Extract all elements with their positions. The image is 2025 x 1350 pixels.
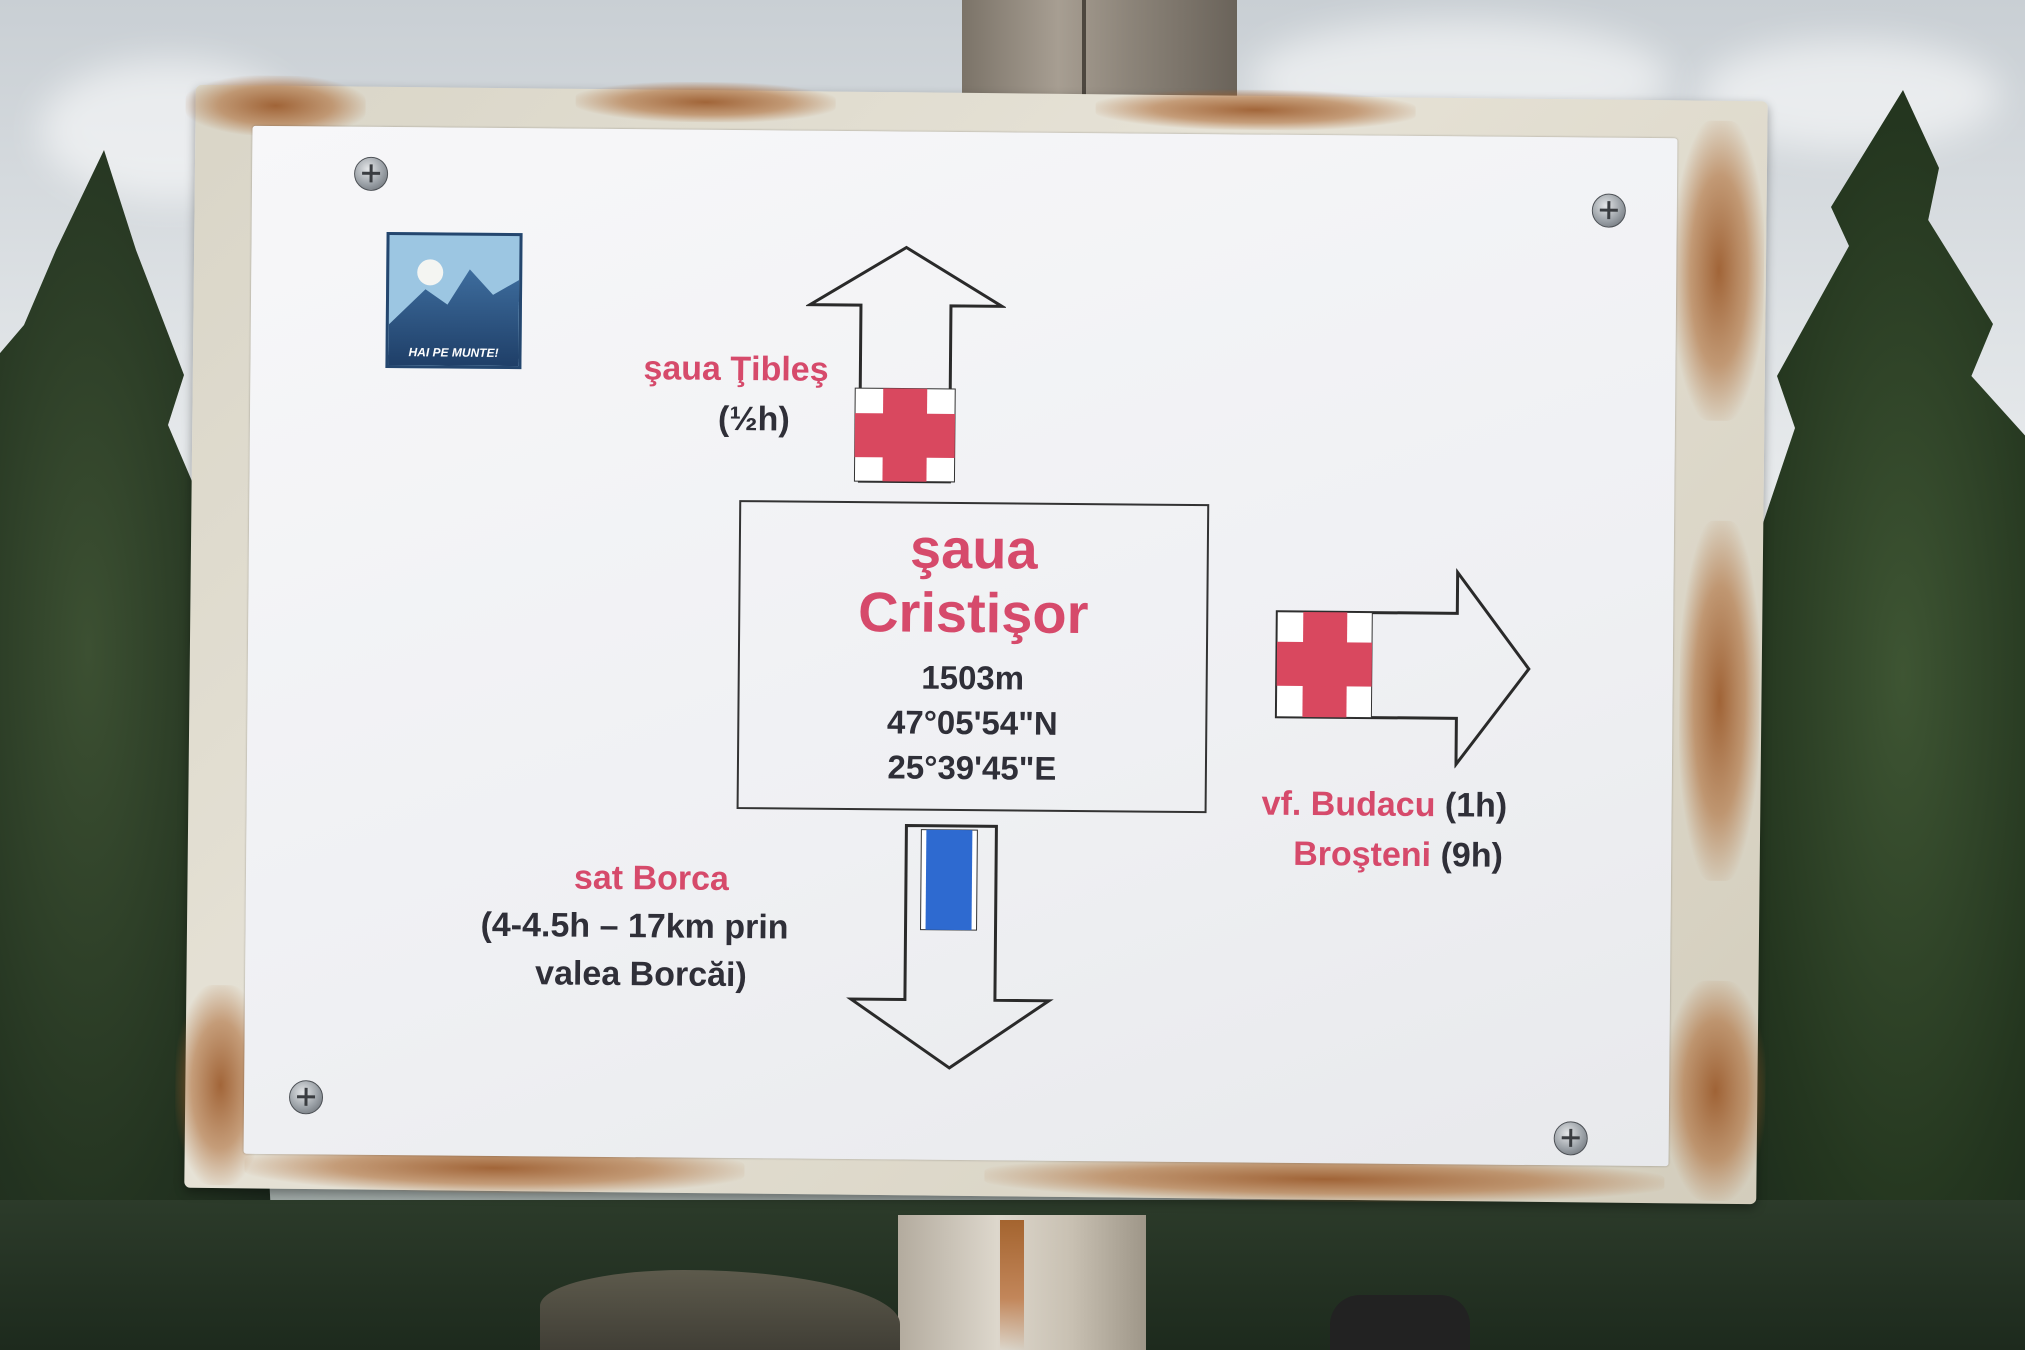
up-destination: şaua Ţibleş xyxy=(643,349,829,389)
location-box: şaua Cristişor 1503m 47°05'54"N 25°39'45… xyxy=(736,500,1210,814)
hai-pe-munte-logo: HAI PE MUNTE! xyxy=(385,231,523,370)
screw-icon xyxy=(1553,1121,1588,1156)
trail-sign: HAI PE MUNTE! şaua Ţibleş (½h) şaua Cris… xyxy=(243,125,1678,1167)
right-line-1: vf. Budacu (1h) xyxy=(1261,785,1507,826)
red-cross-marker-icon xyxy=(853,387,956,483)
location-name-line1: şaua xyxy=(909,516,1038,581)
rust-patch xyxy=(1095,88,1416,132)
latitude: 47°05'54"N xyxy=(886,703,1058,742)
longitude: 25°39'45"E xyxy=(887,748,1057,787)
up-time: (½h) xyxy=(717,399,790,439)
arrow-down-icon xyxy=(846,824,1054,1070)
rust-streak xyxy=(1000,1220,1024,1350)
arrow-right-icon xyxy=(1274,567,1531,769)
down-detail-line2: valea Borcăi) xyxy=(534,954,747,995)
down-destination: sat Borca xyxy=(573,858,730,898)
sun-icon xyxy=(417,259,444,286)
blue-stripe-marker-icon xyxy=(920,829,978,931)
rust-patch xyxy=(1664,980,1767,1202)
down-detail-line1: (4-4.5h – 17km prin xyxy=(480,905,789,947)
screw-icon xyxy=(288,1080,324,1115)
screw-icon xyxy=(353,156,389,191)
right-time-2: (9h) xyxy=(1440,836,1504,875)
screw-icon xyxy=(1591,193,1626,228)
altitude: 1503m xyxy=(921,658,1025,697)
rust-patch xyxy=(1677,520,1762,882)
logo-text: HAI PE MUNTE! xyxy=(408,345,499,360)
arrow-up-icon xyxy=(804,245,1007,484)
right-destination-2: Broşteni xyxy=(1293,834,1432,875)
right-destination-1: vf. Budacu xyxy=(1261,784,1436,825)
rust-patch xyxy=(575,80,836,124)
rust-patch xyxy=(1672,120,1766,422)
red-cross-marker-icon xyxy=(1275,611,1373,719)
backpack xyxy=(1330,1295,1470,1350)
right-time-1: (1h) xyxy=(1444,786,1508,825)
right-line-2: Broşteni (9h) xyxy=(1293,835,1503,876)
location-name-line2: Cristişor xyxy=(857,580,1089,646)
